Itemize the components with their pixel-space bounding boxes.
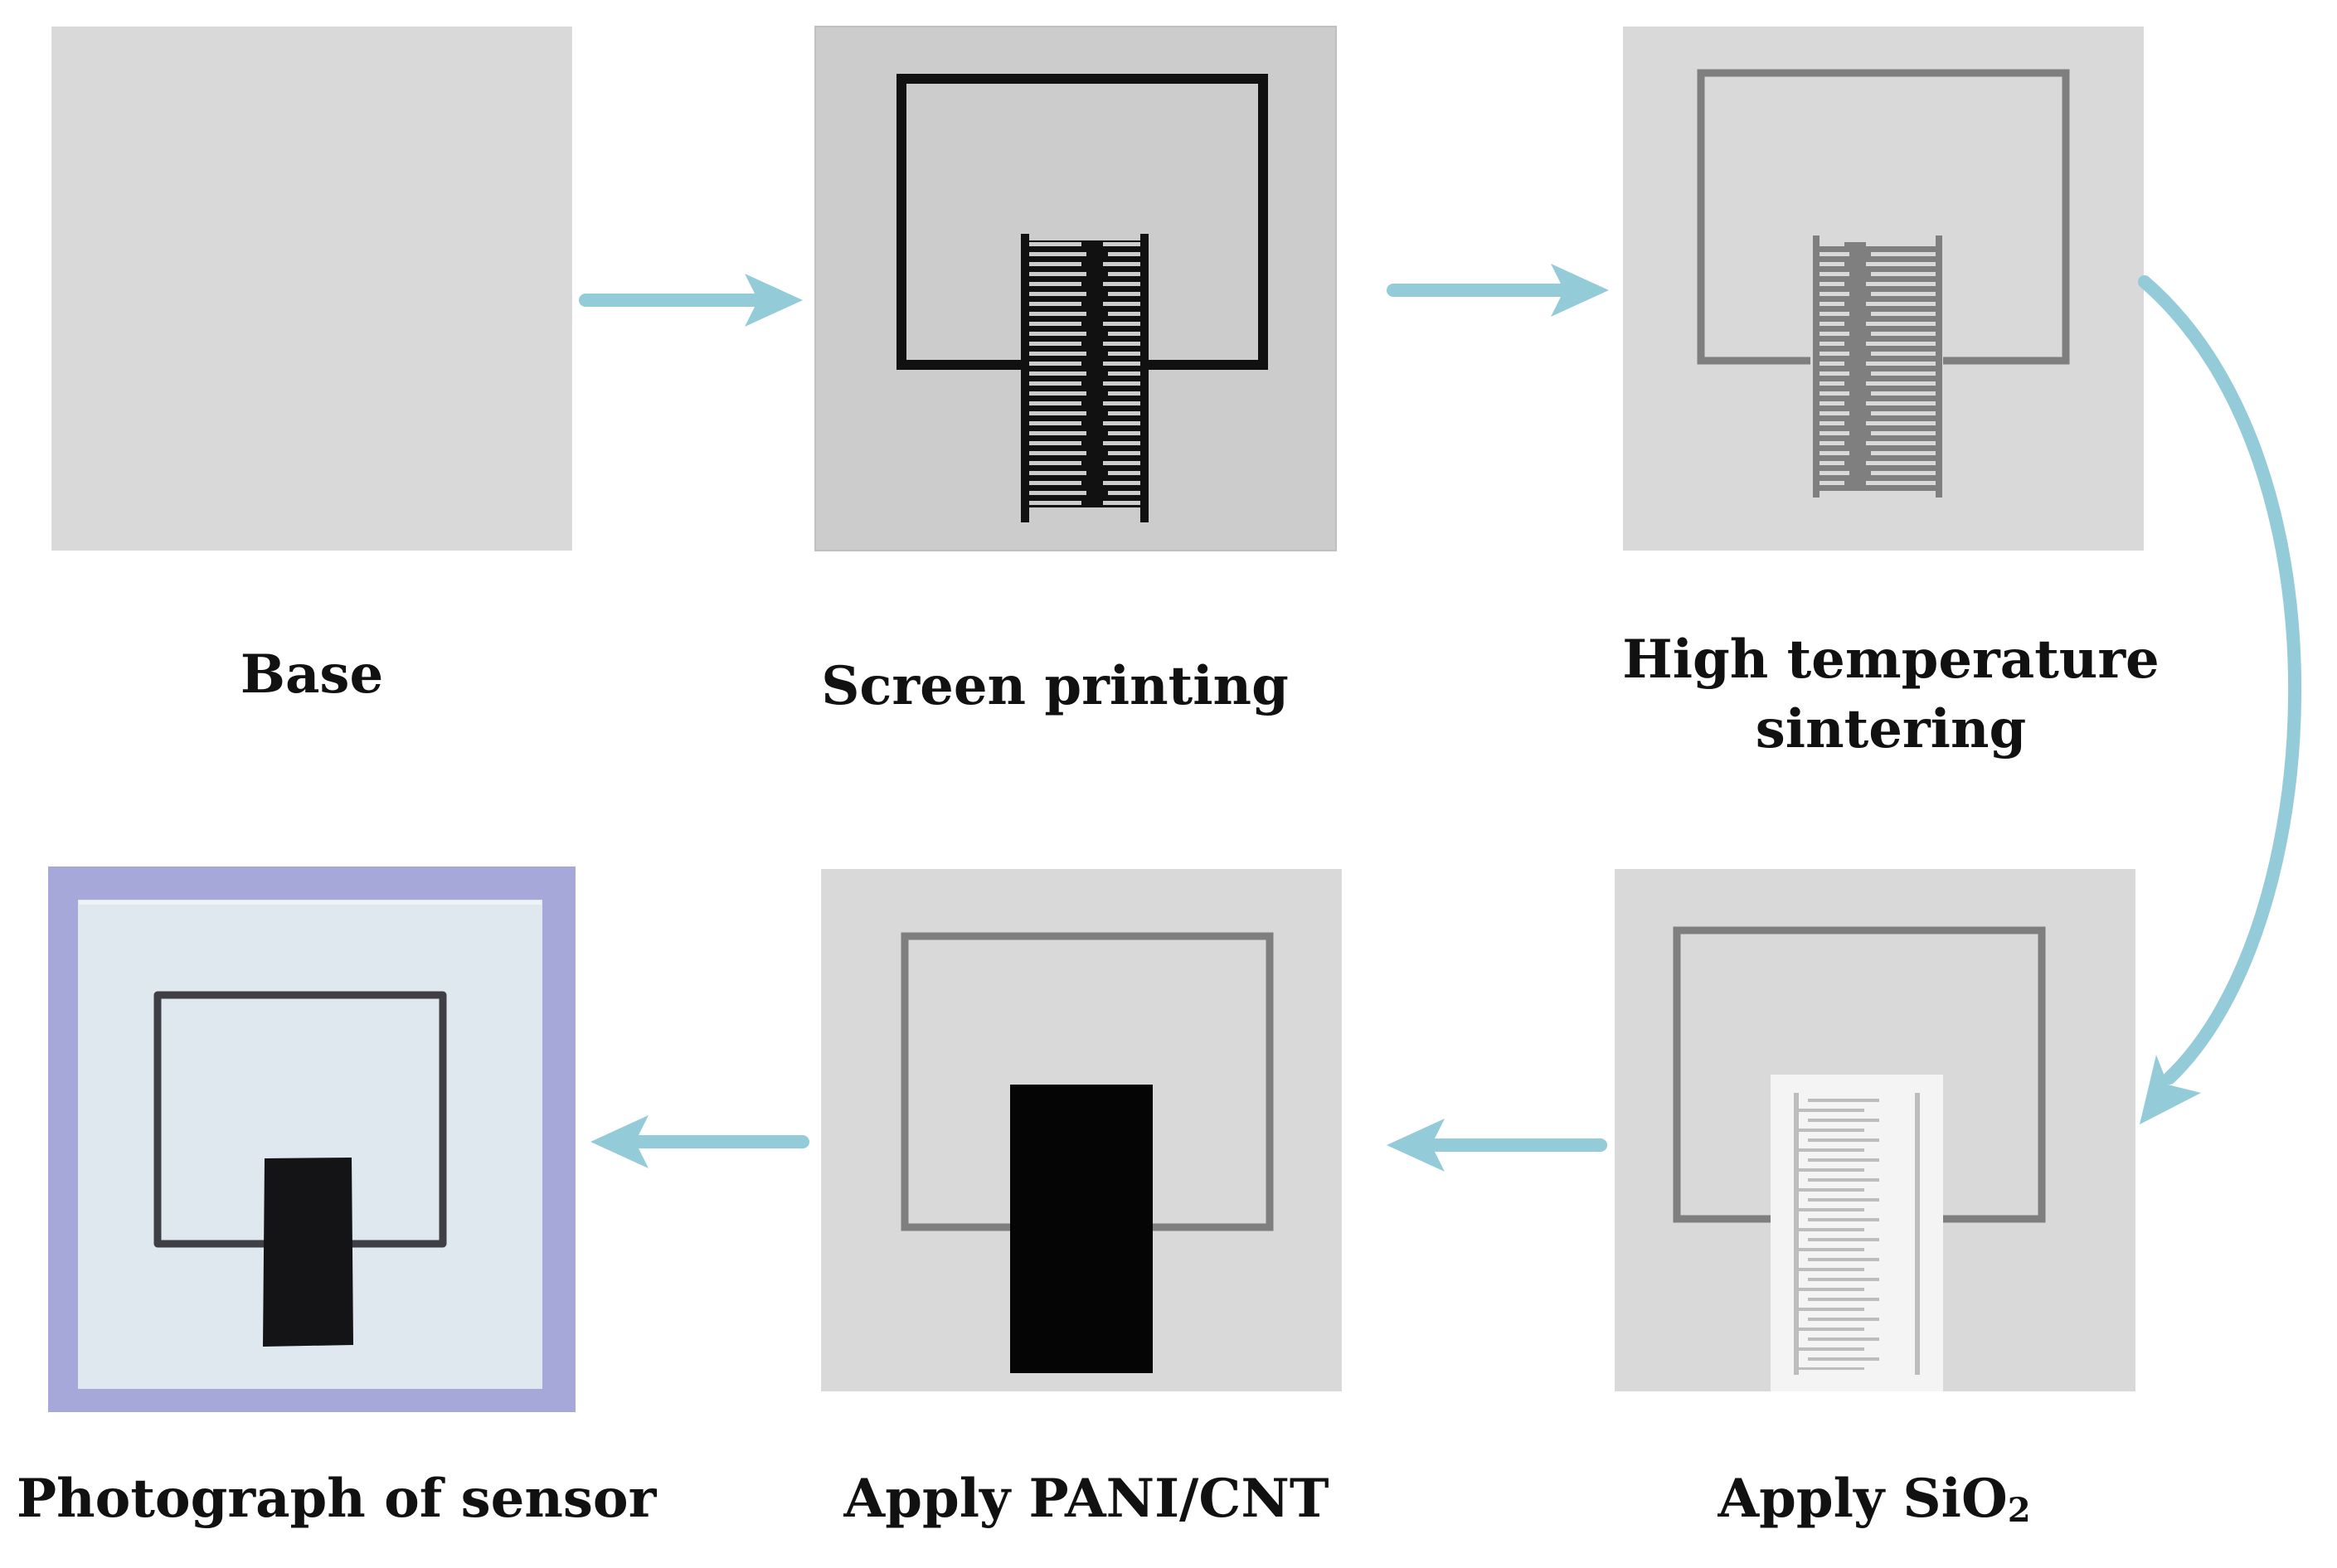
electrode-under-sio2: [1799, 1096, 1915, 1370]
arrow-pani-to-photo: [590, 1115, 809, 1168]
photo-sensing-film: [263, 1158, 353, 1347]
label-base: Base: [240, 643, 384, 706]
arrow-printing-to-sintering: [1387, 264, 1609, 317]
label-apply-pani-cnt: Apply PANI/CNT: [843, 1468, 1329, 1530]
sintered-rail-right: [1936, 235, 1942, 498]
panel-photograph: [48, 867, 576, 1412]
electrode-rail-right: [1140, 234, 1149, 522]
arrow-sio2-to-pani: [1387, 1119, 1607, 1172]
arrow-base-to-printing: [579, 274, 803, 327]
base-substrate: [51, 27, 572, 551]
sintered-rail-left: [1813, 235, 1820, 498]
photo-heater-loop: [153, 991, 447, 1248]
sio2-rail-right: [1915, 1093, 1920, 1375]
panel-apply-pani-cnt: [821, 869, 1342, 1391]
label-screen-printing: Screen printing: [821, 655, 1289, 717]
arrow-sintering-to-sio2: [2138, 275, 2302, 1124]
panel-base: [51, 27, 572, 551]
pani-cnt-film: [1010, 1085, 1153, 1373]
label-apply-sio2: Apply SiO2: [1625, 1464, 2123, 1546]
photo-card-edge: [79, 901, 542, 905]
label-apply-sio2-text: Apply SiO: [1718, 1468, 2008, 1530]
interdigital-electrode: [1029, 240, 1140, 507]
label-photograph: Photograph of sensor: [17, 1468, 657, 1530]
sintered-interdigital-electrode: [1820, 242, 1936, 491]
label-apply-sio2-subscript: 2: [2007, 1491, 2031, 1530]
panel-sintering: [1623, 27, 2144, 551]
panel-apply-sio2: [1615, 869, 2135, 1391]
label-sintering-line1: High temperature: [1622, 629, 2160, 691]
electrode-rail-left: [1021, 234, 1029, 522]
panel-screen-printing: [814, 26, 1337, 551]
sio2-rail-left: [1794, 1093, 1799, 1375]
label-sintering-line2: sintering: [1755, 698, 2027, 760]
